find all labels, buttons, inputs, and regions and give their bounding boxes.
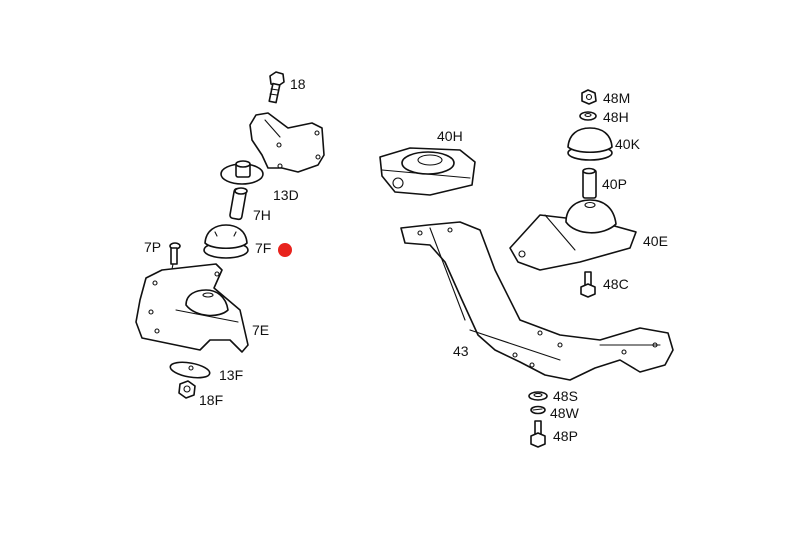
label-40P[interactable]: 40P	[602, 176, 627, 192]
part-48W-lockwasher[interactable]	[530, 405, 546, 415]
part-43-crossmember[interactable]	[400, 221, 674, 381]
part-48C-bolt[interactable]	[580, 271, 596, 298]
label-43[interactable]: 43	[453, 343, 469, 359]
label-48C[interactable]: 48C	[603, 276, 629, 292]
part-13D-washer[interactable]	[220, 160, 264, 185]
part-13D-bracket[interactable]	[249, 112, 325, 173]
part-7H-sleeve[interactable]	[229, 187, 248, 221]
part-48P-bolt[interactable]	[530, 420, 546, 448]
part-48H-washer[interactable]	[579, 111, 597, 121]
part-18-bolt[interactable]	[268, 71, 285, 104]
part-40K-rubber[interactable]	[567, 127, 613, 161]
label-7E[interactable]: 7E	[252, 322, 270, 338]
label-13D[interactable]: 13D	[273, 187, 299, 203]
label-13F[interactable]: 13F	[219, 367, 244, 383]
part-40E-mount[interactable]	[509, 199, 637, 271]
label-40E[interactable]: 40E	[643, 233, 668, 249]
label-7H[interactable]: 7H	[253, 207, 271, 223]
part-18F-nut[interactable]	[178, 380, 196, 399]
part-7E-mount[interactable]	[135, 263, 249, 353]
part-48S-washer[interactable]	[528, 391, 548, 401]
label-40K[interactable]: 40K	[615, 136, 640, 152]
part-40P-sleeve[interactable]	[582, 167, 597, 199]
label-18[interactable]: 18	[290, 76, 306, 92]
part-7F-rubber-mount[interactable]	[203, 224, 249, 259]
part-40H-mount[interactable]	[379, 147, 476, 196]
label-7P[interactable]: 7P	[144, 239, 162, 255]
label-48S[interactable]: 48S	[553, 388, 578, 404]
selected-part-marker[interactable]	[278, 243, 292, 257]
label-18F[interactable]: 18F	[199, 392, 224, 408]
label-48M[interactable]: 48M	[603, 90, 631, 106]
label-48P[interactable]: 48P	[553, 428, 578, 444]
label-48H[interactable]: 48H	[603, 109, 629, 125]
part-48M-nut[interactable]	[581, 89, 597, 105]
label-48W[interactable]: 48W	[550, 405, 579, 421]
label-7F[interactable]: 7F	[255, 240, 272, 256]
part-13F-washer[interactable]	[169, 360, 211, 381]
label-40H[interactable]: 40H	[437, 128, 463, 144]
